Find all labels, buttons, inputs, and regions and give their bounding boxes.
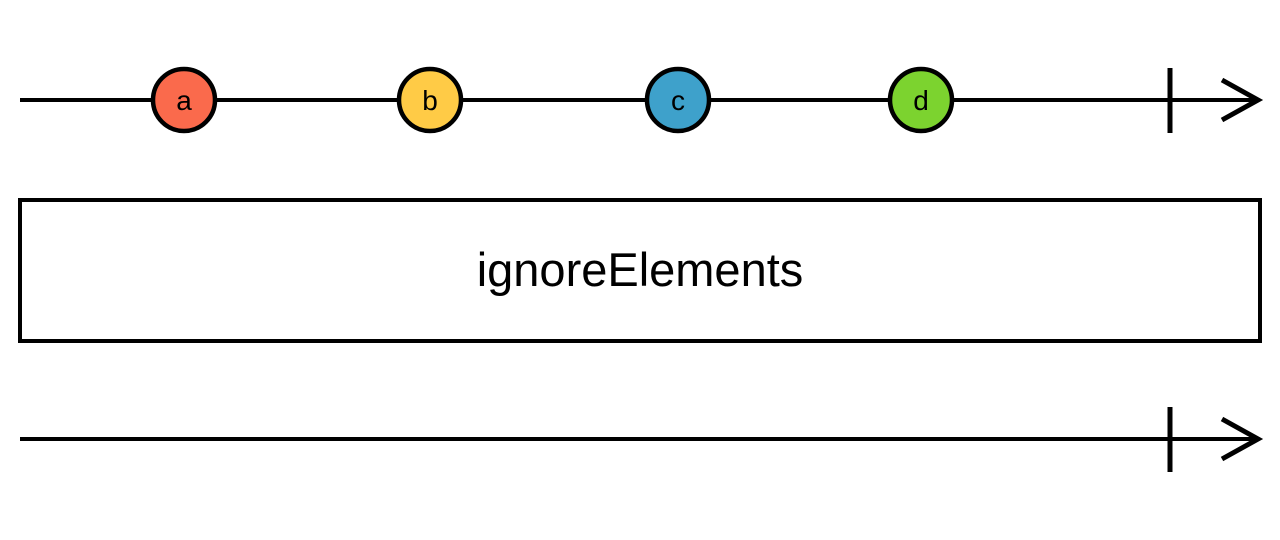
marble-b-label: b	[422, 85, 438, 116]
marble-b-circle	[396, 66, 464, 134]
marble-a: a	[150, 66, 218, 134]
marble-b: b	[396, 66, 464, 134]
marble-c-label: c	[671, 85, 685, 116]
operator-label: ignoreElements	[477, 243, 804, 296]
marble-d-circle	[887, 66, 955, 134]
operator-box-rect	[18, 198, 1262, 343]
output-timeline	[20, 407, 1264, 472]
marble-a-label: a	[176, 85, 192, 116]
marble-d: d	[887, 66, 955, 134]
marble-c: c	[644, 66, 712, 134]
marble-d-label: d	[913, 85, 929, 116]
marble-a-circle	[150, 66, 218, 134]
source-timeline: a b c d	[20, 66, 1264, 134]
output-arrowhead-icon	[1220, 416, 1264, 462]
marble-c-circle	[644, 66, 712, 134]
operator-box: ignoreElements	[18, 198, 1262, 343]
source-arrowhead-icon	[1220, 77, 1264, 123]
